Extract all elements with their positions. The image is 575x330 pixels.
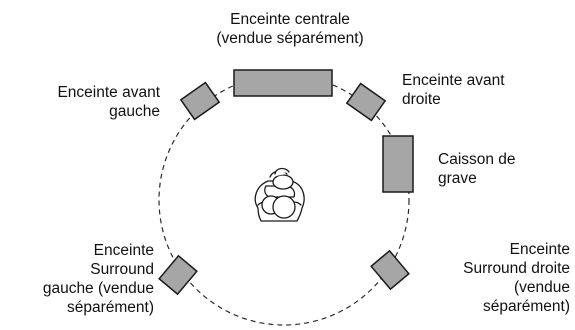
surround-right-label-line-3: (vendue bbox=[513, 279, 570, 296]
surround-left-speaker-label: Enceinte Surround gauche (vendue séparém… bbox=[0, 241, 154, 317]
surround-right-label-line-2: Surround droite bbox=[463, 260, 570, 277]
subwoofer-label-line-2: grave bbox=[438, 170, 477, 187]
subwoofer-label: Caisson de grave bbox=[438, 150, 568, 188]
front-left-label-line-1: Enceinte avant bbox=[57, 84, 160, 101]
surround-left-label-line-2: Surround bbox=[90, 261, 154, 278]
surround-left-label-line-1: Enceinte bbox=[93, 242, 154, 259]
front-right-label-line-1: Enceinte avant bbox=[402, 72, 505, 89]
surround-right-speaker bbox=[370, 249, 410, 291]
subwoofer bbox=[382, 135, 414, 193]
surround-left-label-line-4: séparément) bbox=[66, 299, 154, 316]
surround-left-speaker bbox=[158, 254, 198, 296]
surround-right-label-line-1: Enceinte bbox=[509, 241, 570, 258]
front-left-speaker bbox=[179, 81, 221, 121]
front-left-speaker-label: Enceinte avant gauche bbox=[10, 83, 160, 121]
surround-right-speaker-label: Enceinte Surround droite (vendue séparém… bbox=[400, 240, 570, 316]
surround-left-label-line-3: gauche (vendue bbox=[42, 280, 154, 297]
surround-right-label-line-4: séparément) bbox=[482, 298, 570, 315]
center-speaker-label: Enceinte centrale (vendue séparément) bbox=[160, 10, 420, 48]
subwoofer-label-line-1: Caisson de bbox=[438, 151, 516, 168]
front-right-label-line-2: droite bbox=[402, 91, 441, 108]
center-speaker bbox=[233, 69, 333, 97]
front-left-label-line-2: gauche bbox=[109, 103, 160, 120]
front-right-speaker-label: Enceinte avant droite bbox=[402, 71, 562, 109]
listener-icon bbox=[254, 167, 305, 222]
center-speaker-label-line-1: Enceinte centrale bbox=[230, 11, 350, 28]
center-speaker-label-line-2: (vendue séparément) bbox=[216, 30, 364, 47]
front-right-speaker bbox=[345, 82, 387, 122]
